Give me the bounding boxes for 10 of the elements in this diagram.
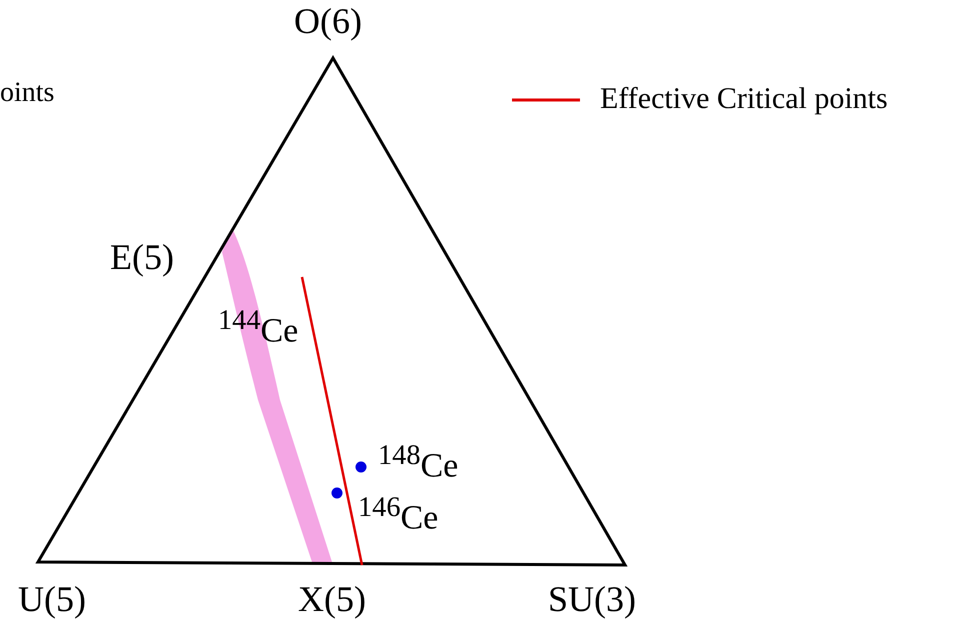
- legend-text: Effective Critical points: [600, 82, 888, 115]
- vertex-label: E(5): [110, 238, 174, 278]
- vertex-label: X(5): [298, 580, 366, 620]
- nucleus-label: $^{144}$Ce: [218, 305, 298, 350]
- vertex-label: SU(3): [548, 580, 636, 620]
- nucleus-label: $^{148}$Ce: [378, 440, 458, 485]
- vertex-label: O(6): [294, 2, 362, 42]
- legend-text: oints: [0, 78, 54, 109]
- vertex-label: U(5): [18, 580, 86, 620]
- nucleus-label: $^{146}$Ce: [358, 492, 438, 537]
